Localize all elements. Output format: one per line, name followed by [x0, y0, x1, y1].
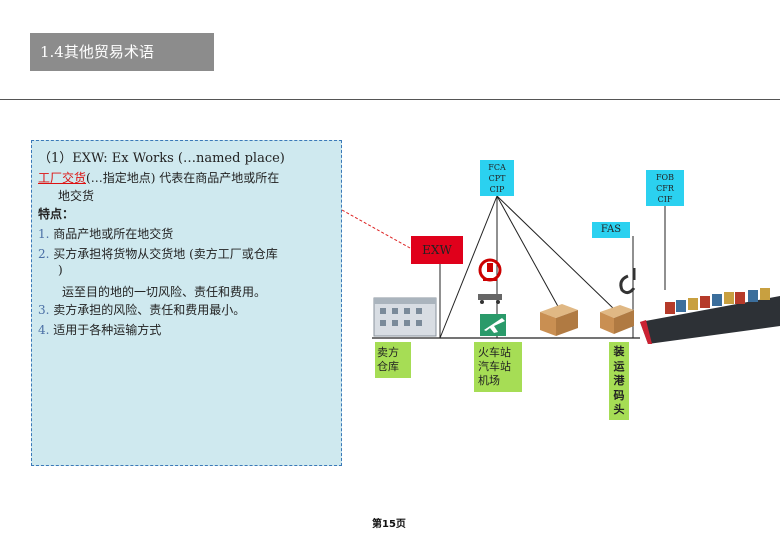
truck-icon: [478, 294, 502, 304]
header-divider: [0, 99, 780, 100]
feature-item: 1. 商品产地或所在地交货: [38, 227, 174, 241]
page-number: 第15页: [372, 519, 406, 530]
station-label: 火车站汽车站机场: [474, 342, 522, 392]
exw-definition-rest: (…指定地点) 代表在商品产地或所在: [86, 171, 280, 185]
cargo-box-icon: [600, 305, 634, 334]
loading-port-label: 装运港码头: [609, 342, 629, 420]
crane-hook-icon: [619, 268, 636, 295]
exw-heading: （1）EXW: Ex Works (…named place): [38, 151, 285, 166]
railway-icon: [478, 258, 502, 282]
slide-title: 1.4其他贸易术语: [30, 33, 214, 71]
features-label: 特点：: [38, 207, 75, 221]
exw-definition-line2: 地交货: [58, 189, 95, 203]
exw-box: EXW: [411, 236, 463, 264]
fas-box: FAS: [592, 222, 630, 238]
exw-definition: 工厂交货(…指定地点) 代表在商品产地或所在: [38, 169, 279, 186]
exw-description-box: （1）EXW: Ex Works (…named place) 工厂交货(…指定…: [31, 140, 342, 466]
seller-warehouse-label: 卖方仓库: [375, 342, 411, 378]
feature-item-cont: ): [58, 263, 63, 277]
container-ship-icon: [640, 288, 780, 344]
warehouse-icon: [373, 297, 437, 337]
feature-item: 2. 买方承担将货物从交货地 (卖方工厂或仓库: [38, 247, 278, 261]
feature-item: 3. 卖方承担的风险、责任和费用最小。: [38, 303, 246, 317]
airport-icon: [480, 314, 506, 336]
feature-item-cont: 运至目的地的一切风险、责任和费用。: [62, 285, 267, 299]
feature-item: 4. 适用于各种运输方式: [38, 323, 162, 337]
cargo-box-icon: [540, 304, 578, 336]
exw-term: 工厂交货: [38, 171, 87, 185]
